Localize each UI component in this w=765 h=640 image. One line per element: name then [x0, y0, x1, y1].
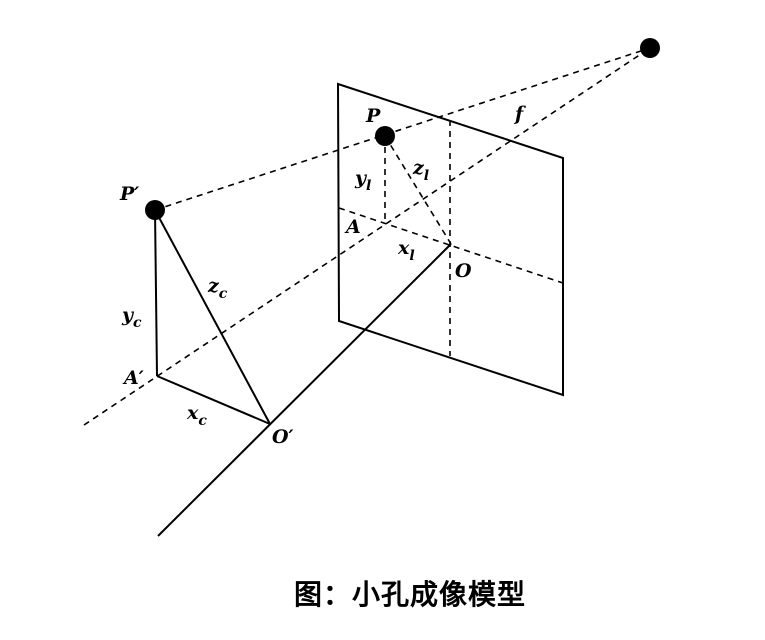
- label-o-prime: O′: [272, 426, 294, 448]
- label-x-l: xl: [397, 237, 415, 264]
- label-a-prime: A′: [122, 367, 144, 389]
- label-y-l: yl: [354, 167, 371, 194]
- line-aprime-oprime: [156, 375, 271, 425]
- label-z-c: zc: [207, 275, 228, 302]
- label-f: f: [513, 103, 526, 125]
- line-p-o: [384, 135, 452, 245]
- label-o: O: [455, 260, 472, 282]
- optical-axis-solid: [157, 243, 452, 537]
- line-pprime-aprime: [154, 209, 158, 377]
- label-z-l: zl: [412, 157, 429, 184]
- point-p-prime: [145, 200, 165, 220]
- plane-horizontal-centerline: [338, 207, 564, 284]
- ray-extended-axis: [83, 47, 651, 426]
- ray-pprime-source: [154, 47, 651, 211]
- label-x-c: xc: [186, 402, 207, 429]
- image-plane: [336, 82, 564, 397]
- label-a: A: [344, 216, 361, 238]
- line-pprime-oprime: [154, 209, 271, 425]
- point-source: [640, 38, 660, 58]
- point-p: [375, 126, 395, 146]
- label-p: P: [365, 105, 381, 127]
- figure-caption: 图：小孔成像模型: [293, 578, 526, 611]
- label-y-c: yc: [121, 304, 142, 331]
- label-p-prime: P′: [119, 183, 139, 205]
